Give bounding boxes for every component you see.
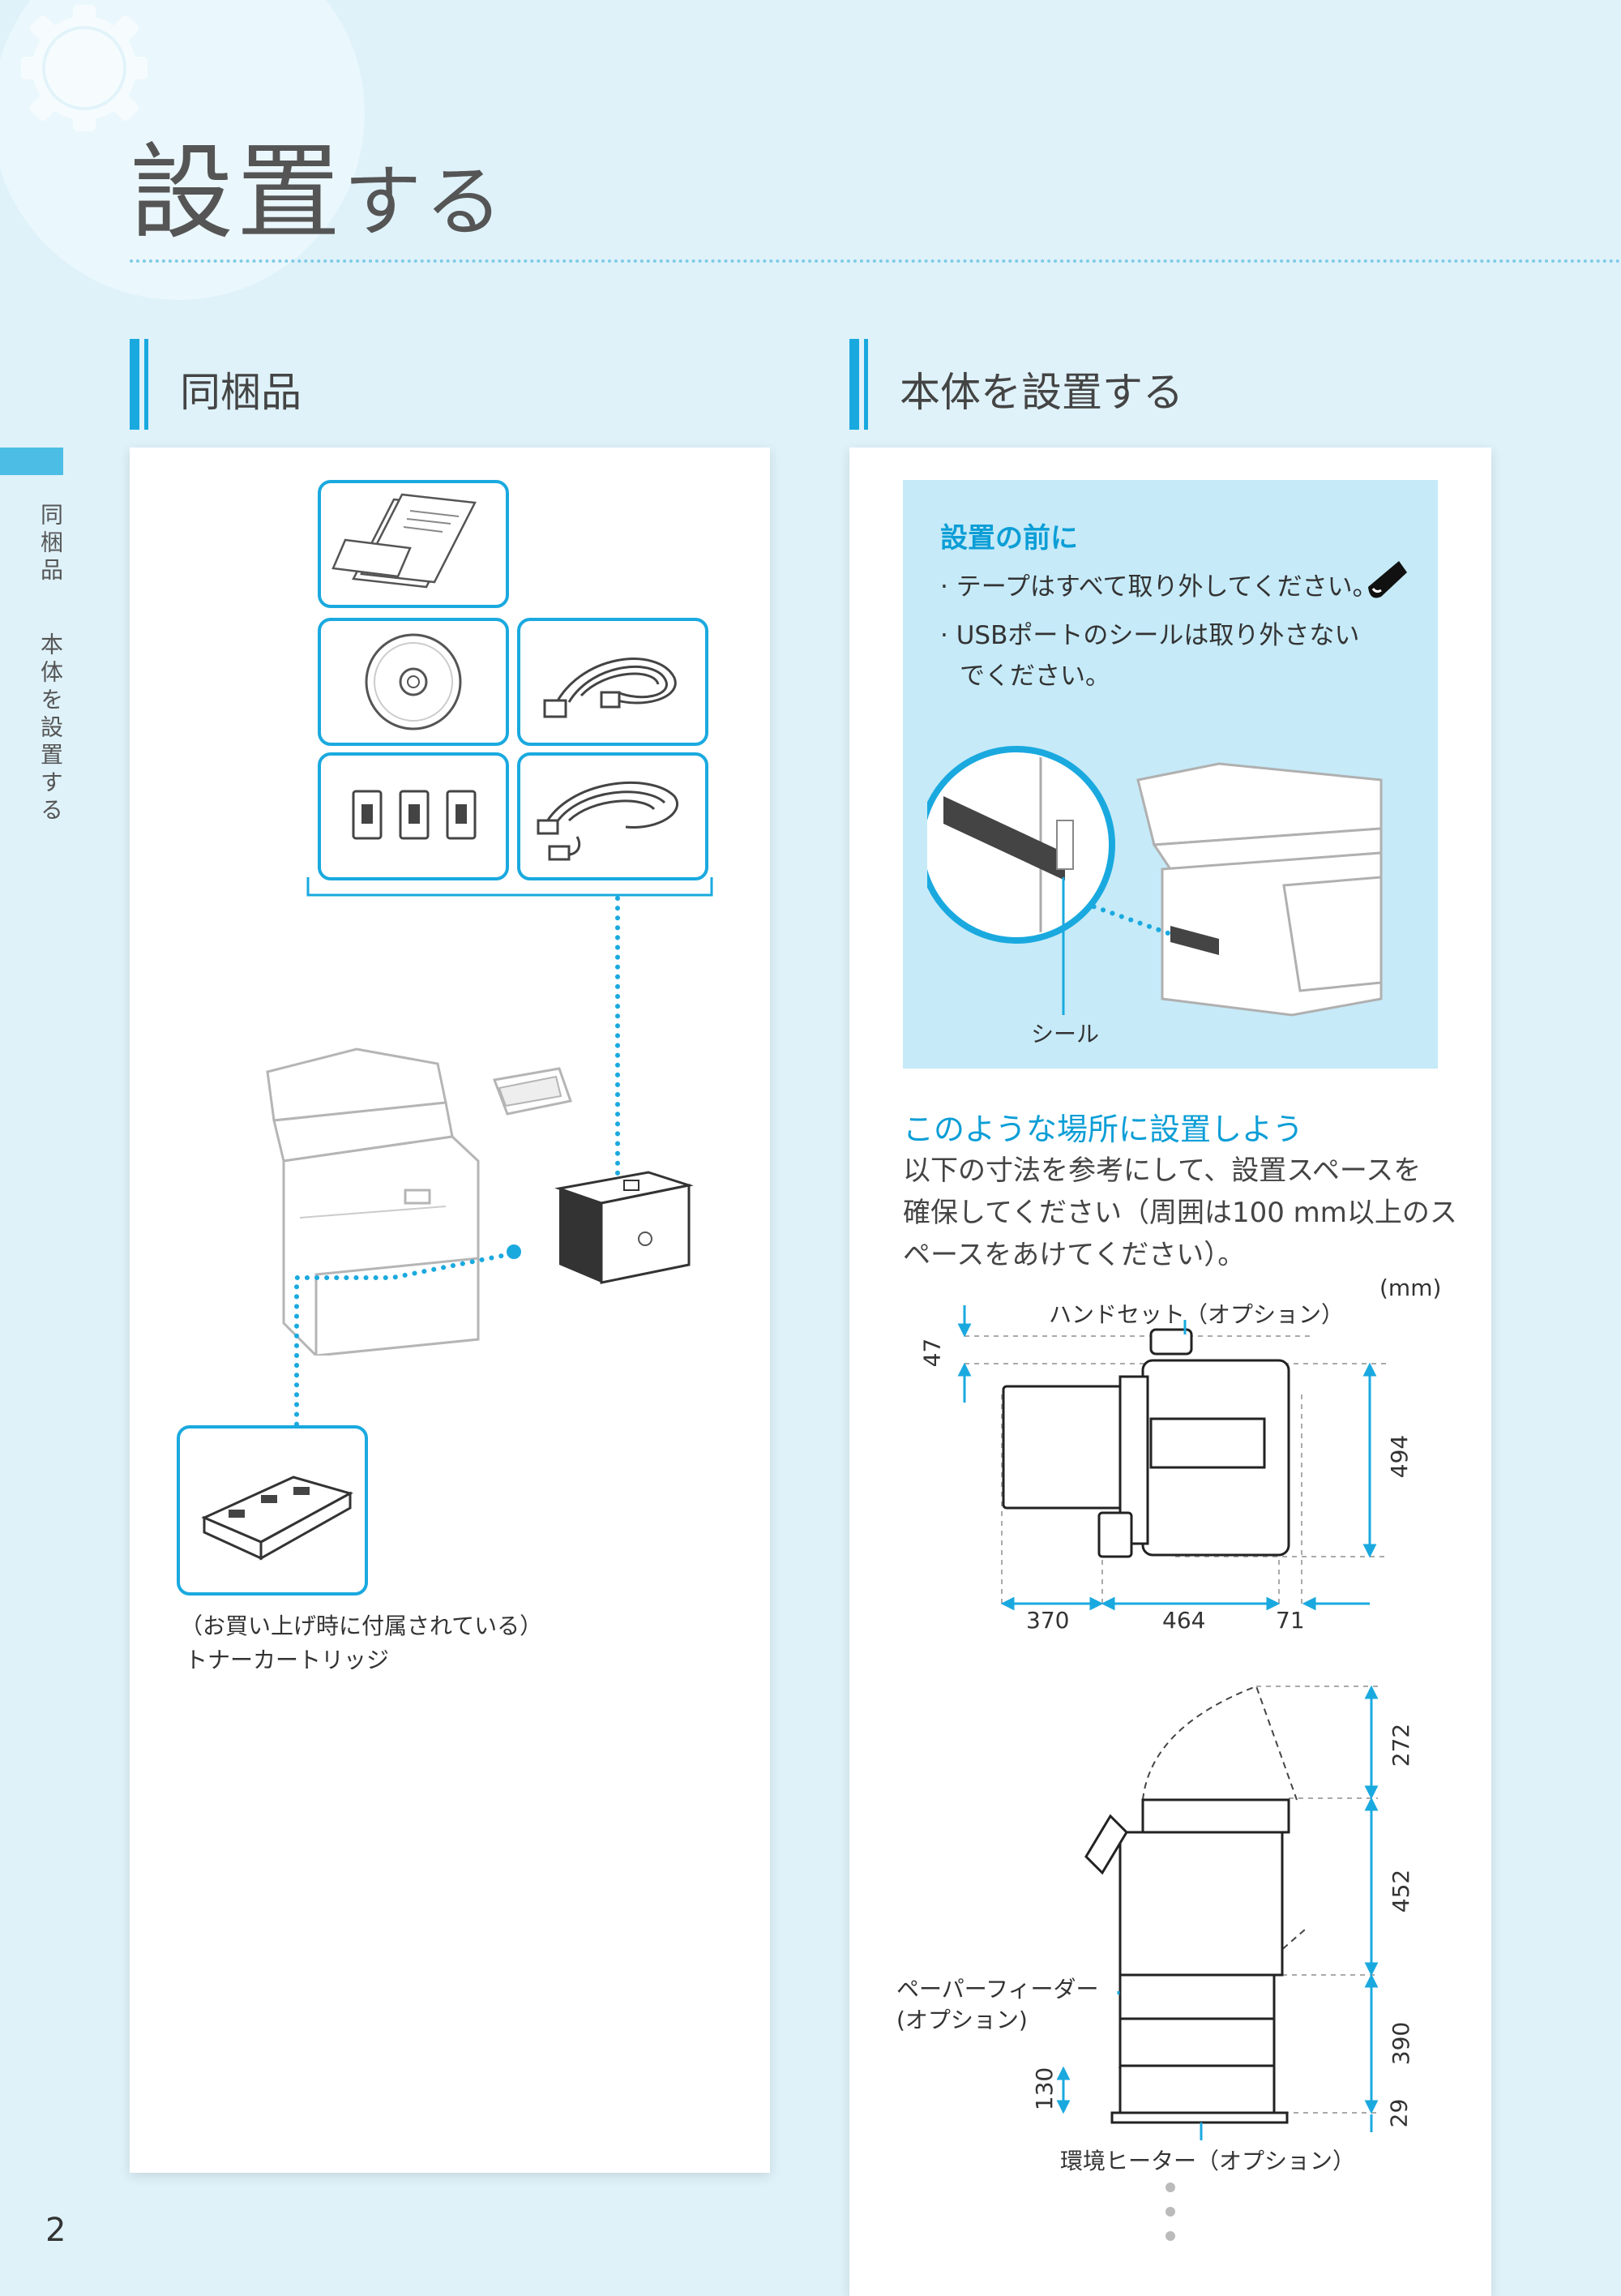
manual-documents-icon — [331, 493, 477, 589]
dim-494: 494 — [1386, 1434, 1414, 1479]
location-line2: 確保してください（周囲は100 mm以上のス — [903, 1197, 1457, 1229]
feeder-label-line2: (オプション) — [896, 2007, 1028, 2033]
telephone-cable-icon — [537, 782, 678, 861]
dim-71: 71 — [1276, 1607, 1305, 1634]
before-install-bullet2: · USBポートのシールは取り外さない — [940, 621, 1360, 650]
location-line1: 以下の寸法を参考にして、設置スペースを — [903, 1154, 1422, 1187]
dim-452: 452 — [1388, 1869, 1415, 1913]
continuation-dot — [1165, 2231, 1175, 2241]
side-nav-install[interactable]: 本体を設置する — [37, 632, 64, 825]
printer-illustration — [266, 1047, 572, 1356]
side-nav-tab — [0, 448, 63, 475]
before-install-box: 設置の前に · テープはすべて取り外してください。 · USBポートのシールは取… — [903, 480, 1438, 1069]
printer-rear-illustration — [927, 746, 1383, 1017]
continuation-dot — [1165, 2182, 1175, 2192]
bracket-connector — [306, 877, 713, 897]
phone-cable-box — [517, 752, 708, 880]
heater-label: 環境ヒーター（オプション） — [1060, 2148, 1356, 2174]
toner-dotted-leader — [294, 1244, 521, 1480]
before-install-bullet1: · テープはすべて取り外してください。 — [940, 572, 1378, 602]
feeder-label-line1: ペーパーフィーダー — [896, 1976, 1099, 2003]
dim-272: 272 — [1388, 1723, 1415, 1767]
seal-label: シール — [1031, 1021, 1100, 1047]
dim-29: 29 — [1385, 2098, 1413, 2128]
before-install-bullet2-cont: でください。 — [960, 662, 1110, 691]
dim-370: 370 — [1026, 1607, 1070, 1634]
cd-box — [318, 618, 509, 746]
clips-box — [318, 752, 509, 880]
section-label-contents: 同梱品 — [180, 369, 302, 416]
toner-caption-line2: トナーカートリッジ — [185, 1647, 390, 1673]
section-head-contents: 同梱品 — [130, 339, 616, 430]
dim-130: 130 — [1031, 2067, 1059, 2111]
page-number: 2 — [45, 2212, 66, 2249]
page-title-kana: する — [344, 156, 507, 247]
section-bar — [864, 339, 868, 430]
power-cord-box — [517, 618, 708, 746]
side-view-diagram — [1056, 1685, 1379, 2140]
power-cord-icon — [543, 658, 677, 718]
toner-caption-line1: （お買い上げ時に付属されている） — [180, 1613, 543, 1639]
bullet2-line1: USBポートのシールは取り外さない — [956, 621, 1360, 650]
cd-rom-icon — [365, 633, 462, 730]
section-label-install: 本体を設置する — [900, 369, 1183, 416]
toner-box-illustration — [554, 1171, 694, 1284]
section-bar — [144, 339, 148, 430]
unit-label: (mm) — [1379, 1274, 1442, 1301]
dim-390: 390 — [1388, 2021, 1415, 2066]
top-view-diagram — [957, 1305, 1386, 1611]
contents-panel: （お買い上げ時に付属されている） トナーカートリッジ — [130, 448, 770, 2173]
section-bar — [849, 339, 859, 430]
location-heading: このような場所に設置しよう — [903, 1112, 1304, 1147]
dim-464: 464 — [1162, 1607, 1206, 1634]
page-title-kanji: 設置 — [130, 133, 344, 254]
gear-decoration-icon — [0, 0, 365, 300]
page-title: 設置する — [130, 142, 506, 246]
handset-label: ハンドセット（オプション） — [1049, 1301, 1345, 1328]
toner-box — [177, 1425, 368, 1596]
before-install-heading: 設置の前に — [940, 522, 1078, 555]
clip-parts-icon — [352, 790, 477, 840]
side-nav-contents[interactable]: 同梱品 — [37, 503, 64, 585]
title-divider — [130, 259, 1621, 263]
manuals-box — [318, 480, 509, 608]
section-bar — [130, 339, 139, 430]
bullet1-text: テープはすべて取り外してください。 — [956, 572, 1378, 602]
location-line3: ペースをあけてください）。 — [903, 1239, 1246, 1271]
toner-cartridge-icon — [201, 1476, 353, 1561]
section-head-install: 本体を設置する — [849, 339, 1417, 430]
tape-icon — [1368, 561, 1407, 598]
continuation-dot — [1165, 2207, 1175, 2217]
dim-47: 47 — [918, 1338, 946, 1368]
